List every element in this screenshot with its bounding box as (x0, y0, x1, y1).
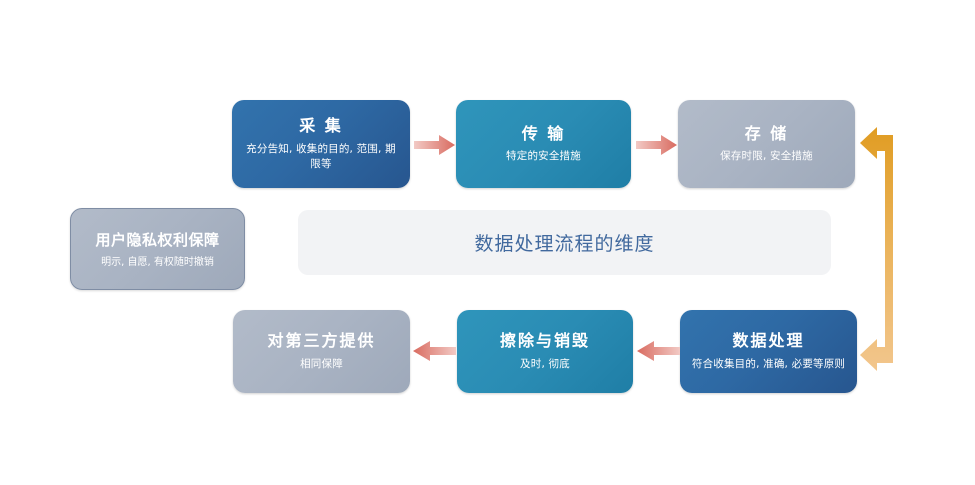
node-transmit-desc: 特定的安全措施 (506, 150, 581, 163)
node-transmit-title: 传 输 (521, 123, 566, 143)
node-data-processing[interactable]: 数据处理 符合收集目的, 准确, 必要等原则 (680, 310, 857, 393)
node-erase-destroy-desc: 及时, 彻底 (520, 357, 570, 370)
node-collect[interactable]: 采 集 充分告知, 收集的目的, 范围, 期限等 (232, 100, 410, 188)
node-third-party-desc: 相同保障 (300, 357, 343, 370)
center-label-panel: 数据处理流程的维度 (298, 210, 831, 275)
node-privacy-rights[interactable]: 用户隐私权利保障 明示, 自愿, 有权随时撤销 (70, 208, 245, 290)
arrow-transmit-to-store (636, 134, 678, 156)
node-erase-destroy-title: 擦除与销毁 (499, 331, 590, 351)
node-third-party[interactable]: 对第三方提供 相同保障 (233, 310, 410, 393)
node-privacy-rights-title: 用户隐私权利保障 (95, 230, 220, 249)
node-privacy-rights-desc: 明示, 自愿, 有权随时撤销 (101, 256, 214, 268)
node-store-desc: 保存时限, 安全措施 (720, 150, 813, 163)
node-data-processing-desc: 符合收集目的, 准确, 必要等原则 (691, 357, 846, 370)
arrow-erase-to-third-party (412, 340, 456, 362)
center-label-text: 数据处理流程的维度 (474, 233, 655, 255)
node-erase-destroy[interactable]: 擦除与销毁 及时, 彻底 (457, 310, 633, 393)
node-data-processing-title: 数据处理 (732, 331, 805, 351)
node-collect-desc: 充分告知, 收集的目的, 范围, 期限等 (246, 142, 396, 171)
arrow-processing-to-erase (636, 340, 680, 362)
arrow-collect-to-transmit (414, 134, 456, 156)
node-store-title: 存 储 (744, 123, 789, 143)
node-transmit[interactable]: 传 输 特定的安全措施 (456, 100, 631, 188)
arrow-loop-store-processing (857, 126, 909, 372)
node-third-party-title: 对第三方提供 (267, 331, 376, 351)
node-collect-title: 采 集 (299, 115, 343, 135)
node-store[interactable]: 存 储 保存时限, 安全措施 (678, 100, 855, 188)
